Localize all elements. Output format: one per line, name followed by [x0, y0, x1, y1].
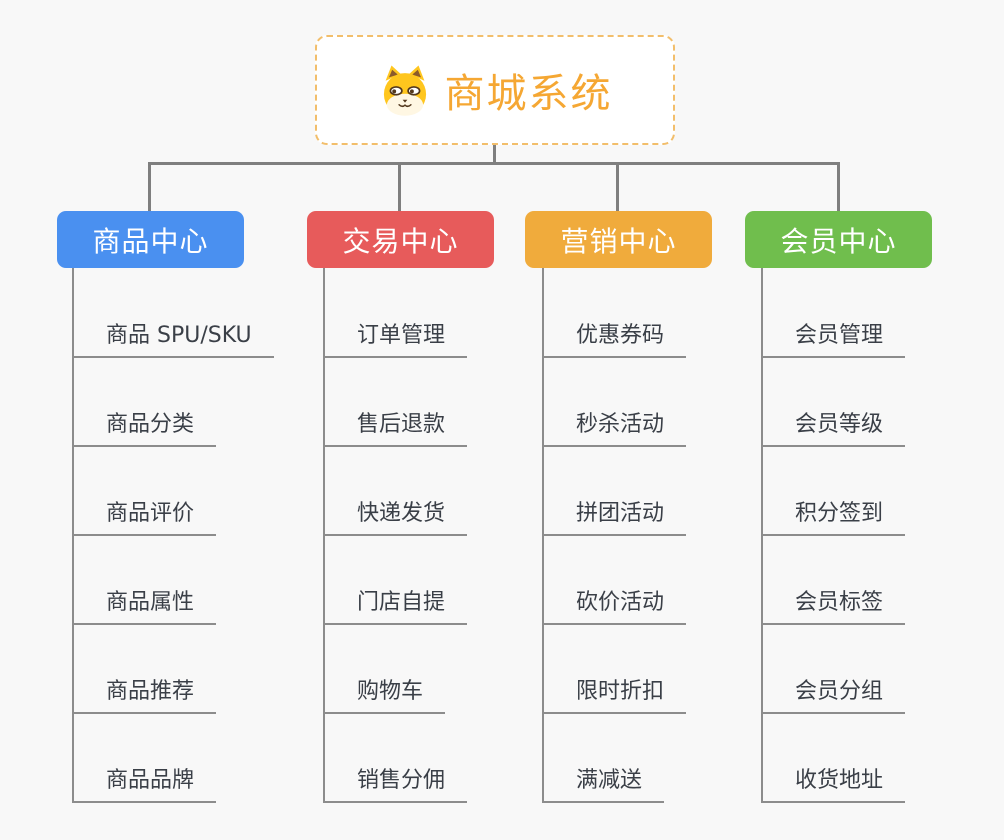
map-item[interactable]: 订单管理 [323, 323, 468, 358]
map-item[interactable]: 会员管理 [761, 323, 906, 358]
map-item[interactable]: 砍价活动 [542, 590, 687, 625]
map-item[interactable]: 销售分佣 [323, 768, 468, 803]
connector-root-stub [493, 144, 496, 163]
connector-stub-marketing [616, 162, 619, 211]
connector-stub-products [148, 162, 151, 211]
branch-node-products[interactable]: 商品中心 [57, 211, 244, 268]
dog-face-icon [383, 65, 426, 116]
map-item[interactable]: 购物车 [323, 679, 446, 714]
map-item[interactable]: 商品分类 [72, 412, 217, 447]
root-title: 商城系统 [444, 71, 613, 117]
map-item[interactable]: 满减送 [542, 768, 665, 803]
map-item[interactable]: 秒杀活动 [542, 412, 687, 447]
branch-node-trade[interactable]: 交易中心 [307, 211, 494, 268]
map-item[interactable]: 门店自提 [323, 590, 468, 625]
map-item[interactable]: 商品推荐 [72, 679, 217, 714]
map-item[interactable]: 商品 SPU/SKU [72, 323, 274, 358]
map-item[interactable]: 收货地址 [761, 768, 906, 803]
map-item[interactable]: 商品品牌 [72, 768, 217, 803]
connector-stub-trade [398, 162, 401, 211]
map-item[interactable]: 快递发货 [323, 501, 468, 536]
map-item[interactable]: 优惠券码 [542, 323, 687, 358]
branch-node-members[interactable]: 会员中心 [745, 211, 932, 268]
connector-rail [148, 162, 840, 165]
map-item[interactable]: 积分签到 [761, 501, 906, 536]
map-item[interactable]: 会员标签 [761, 590, 906, 625]
branch-node-marketing[interactable]: 营销中心 [525, 211, 712, 268]
connector-stub-members [837, 162, 840, 211]
branch-label: 会员中心 [780, 224, 897, 258]
map-item[interactable]: 售后退款 [323, 412, 468, 447]
branch-label: 商品中心 [92, 224, 209, 258]
map-item[interactable]: 会员等级 [761, 412, 906, 447]
map-item[interactable]: 会员分组 [761, 679, 906, 714]
map-item[interactable]: 限时折扣 [542, 679, 687, 714]
map-item[interactable]: 商品属性 [72, 590, 217, 625]
map-item[interactable]: 拼团活动 [542, 501, 687, 536]
map-item[interactable]: 商品评价 [72, 501, 217, 536]
root-node[interactable]: 商城系统 [315, 35, 675, 145]
branch-label: 交易中心 [342, 224, 459, 258]
branch-label: 营销中心 [560, 224, 677, 258]
